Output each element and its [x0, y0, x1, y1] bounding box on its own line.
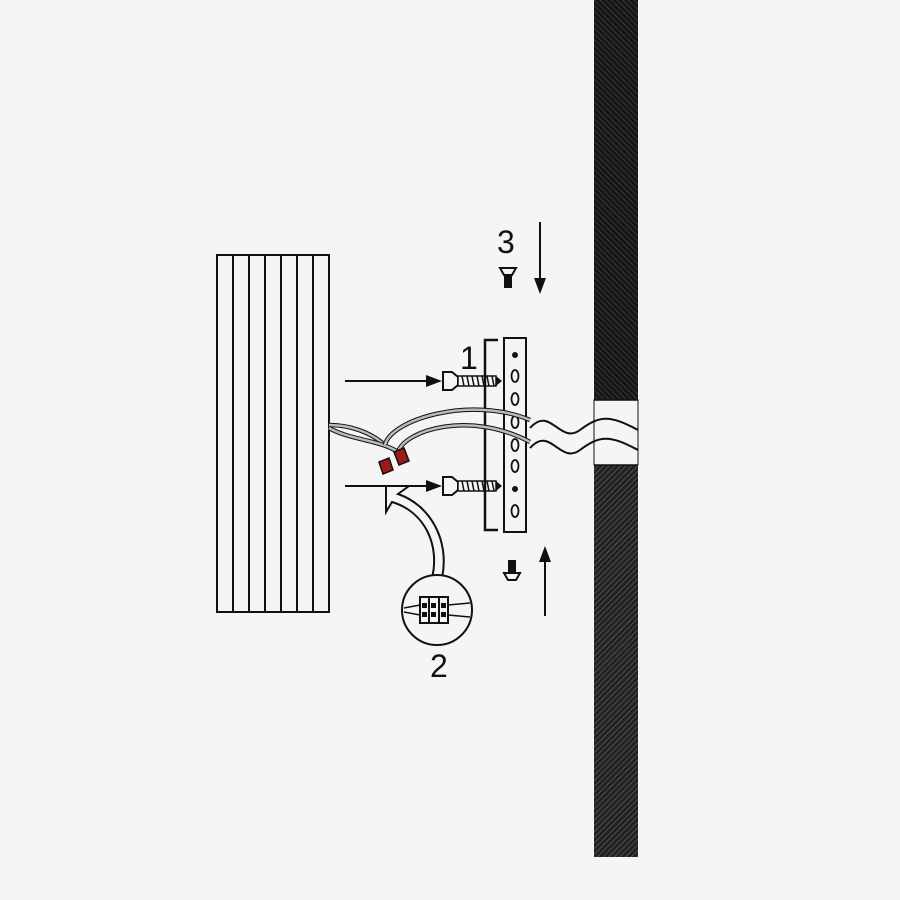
- arrow-up: [539, 546, 551, 616]
- step-1-label: 1: [460, 340, 478, 376]
- arrow-down: [534, 222, 546, 294]
- terminal-block-icon: [403, 596, 471, 624]
- wall-lower: [594, 465, 638, 857]
- wall: [593, 0, 639, 857]
- screw-lower-icon: [442, 476, 502, 496]
- connector-callout: [385, 485, 473, 646]
- set-screw-lower-icon: [502, 560, 522, 581]
- fixture-body: [216, 254, 330, 613]
- step-2-label: 2: [430, 648, 448, 684]
- set-screw-upper-icon: [498, 267, 518, 288]
- arrow-upper: [345, 375, 442, 387]
- wires: [327, 407, 639, 455]
- wall-upper: [594, 0, 638, 400]
- wall-opening: [593, 399, 639, 466]
- wire-connector-icon: [378, 447, 410, 475]
- step-3-label: 3: [497, 224, 515, 260]
- screw-upper-icon: [442, 371, 502, 391]
